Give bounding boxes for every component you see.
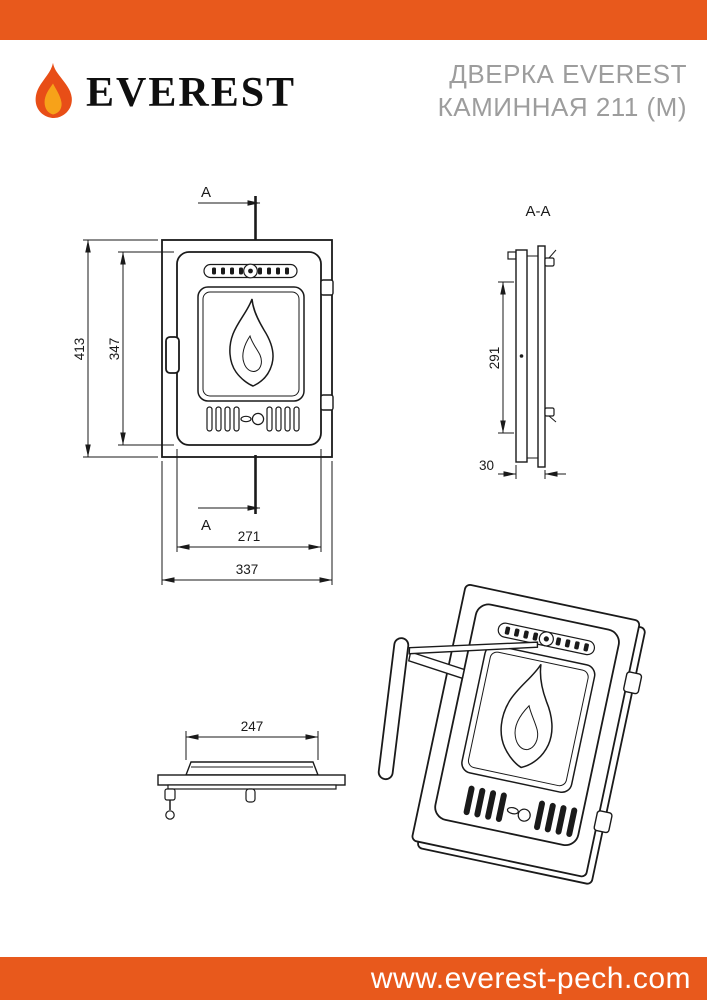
door-handle [165,336,180,374]
logo-text: EVEREST [86,70,297,116]
product-title-line2: КАМИННАЯ 211 (М) [437,92,687,122]
frame-top-profile [157,774,346,786]
handle-hole [519,354,524,358]
section-profile [507,245,557,468]
latch-profile [507,251,517,260]
section-view: A-A 291 [479,203,566,479]
hinge-profile-top [544,257,555,267]
drawing-canvas: A [72,184,646,885]
hinge-profile-bottom [544,407,555,417]
section-cut-bottom: A [198,455,261,534]
handle-bracket-3d [407,651,466,680]
footer: www.everest-pech.com [0,957,707,1000]
latch-oval [240,415,252,423]
dim-inner-width: 271 [176,449,322,552]
handle-3d [377,637,410,781]
website-text: www.everest-pech.com [370,961,691,995]
latch-knob-3d [517,808,531,822]
dim-inner-height: 347 [107,251,174,446]
dim-top-width: 247 [185,719,319,760]
top-accent-bar [0,0,707,40]
dim-section-depth: 30 [479,458,566,479]
top-vent-3d [497,622,596,656]
latch-knob [251,412,265,426]
top-view: 247 [157,719,346,820]
flame-inner-shape [44,83,62,115]
dim-291-label: 291 [487,347,502,370]
top-vent-slots [212,267,289,275]
flame-art-3d [500,663,553,769]
flame-icon [35,62,72,118]
glass-panel [197,286,305,402]
dim-413-label: 413 [72,338,87,361]
hinge-3d-bottom [593,810,613,834]
dim-30-label: 30 [479,458,494,473]
dim-section-height: 291 [487,281,514,434]
section-label-top: A [201,184,211,201]
product-title-line1: ДВЕРКА EVEREST [449,59,687,89]
bottom-vent-3d [463,785,578,837]
product-title: ДВЕРКА EVEREST КАМИННАЯ 211 (М) [438,58,687,124]
dim-outer-width: 337 [161,461,333,585]
latch-lever-3d [408,641,539,655]
hinge-3d-top [623,671,643,695]
flame-art [229,298,274,387]
glass-3d [461,644,596,794]
dim-271-label: 271 [238,529,261,544]
handle-top-profile [164,788,176,820]
bottom-vent [206,406,300,432]
leaf-3d [434,603,620,847]
latch-oval-3d [506,806,519,815]
front-view: A [72,184,334,585]
frame-profile [537,245,546,468]
hinge-bottom [320,394,334,411]
section-label-bottom: A [201,517,211,534]
dim-outer-height: 413 [72,239,158,458]
top-vent [203,263,298,279]
catch-top-profile [245,788,256,803]
dim-347-label: 347 [107,338,122,361]
leaf-top-profile [184,761,320,776]
dim-247-label: 247 [241,719,264,734]
vent-knob-pin [248,268,253,274]
section-view-label: A-A [525,203,550,220]
dim-337-label: 337 [236,562,259,577]
section-cut-top: A [198,184,261,242]
brand-logo: EVEREST [30,61,296,121]
top-profile [157,761,346,820]
hinge-top [320,279,334,296]
perspective-view [377,584,646,885]
header: EVEREST ДВЕРКА EVEREST КАМИННАЯ 211 (М) [0,40,707,142]
drawing-area: A [0,142,707,957]
